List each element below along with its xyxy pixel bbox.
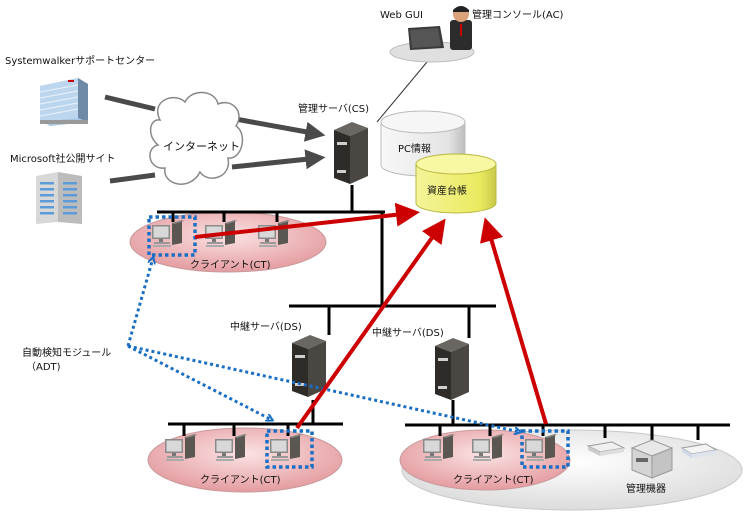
console-link [376, 61, 428, 123]
asset-ledger-database-icon: 資産台帳 [415, 153, 497, 214]
managed-devices-label: 管理機器 [626, 482, 666, 495]
admin-console-icon [389, 6, 475, 63]
internet-arrows [104, 94, 326, 184]
pc-info-label: PC情報 [398, 142, 431, 155]
adt-label-sub: （ADT) [26, 361, 61, 373]
printer-device-icon [630, 439, 674, 479]
relay-server-left-icon [292, 335, 326, 397]
relay-server-left-label: 中継サーバ(DS) [230, 320, 302, 333]
network-lines [157, 185, 730, 440]
admin-console-label: 管理コンソール(AC) [472, 8, 564, 21]
management-server-icon [334, 122, 368, 184]
collection-arrows [194, 202, 548, 430]
internet-label: インターネット [163, 140, 240, 153]
relay-server-right-icon [435, 338, 469, 400]
client-bottom-right-label: クライアント(CT) [453, 474, 534, 486]
asset-ledger-label: 資産台帳 [427, 184, 467, 197]
microsoft-site-label: Microsoft社公開サイト [10, 152, 116, 165]
management-server-label: 管理サーバ(CS) [298, 102, 369, 115]
support-center-label: Systemwalkerサポートセンター [5, 55, 155, 67]
internet-cloud: インターネット [149, 91, 244, 185]
router-device-icon [586, 441, 626, 456]
hub-device-icon [680, 443, 718, 458]
adt-label: 自動検知モジュール [22, 346, 111, 359]
microsoft-site-building-icon [36, 172, 82, 224]
support-center-building-icon [39, 78, 88, 126]
client-bottom-left-label: クライアント(CT) [200, 474, 281, 486]
client-top-label: クライアント(CT) [190, 259, 271, 271]
web-gui-label: Web GUI [380, 10, 423, 21]
relay-server-right-label: 中継サーバ(DS) [372, 326, 444, 339]
